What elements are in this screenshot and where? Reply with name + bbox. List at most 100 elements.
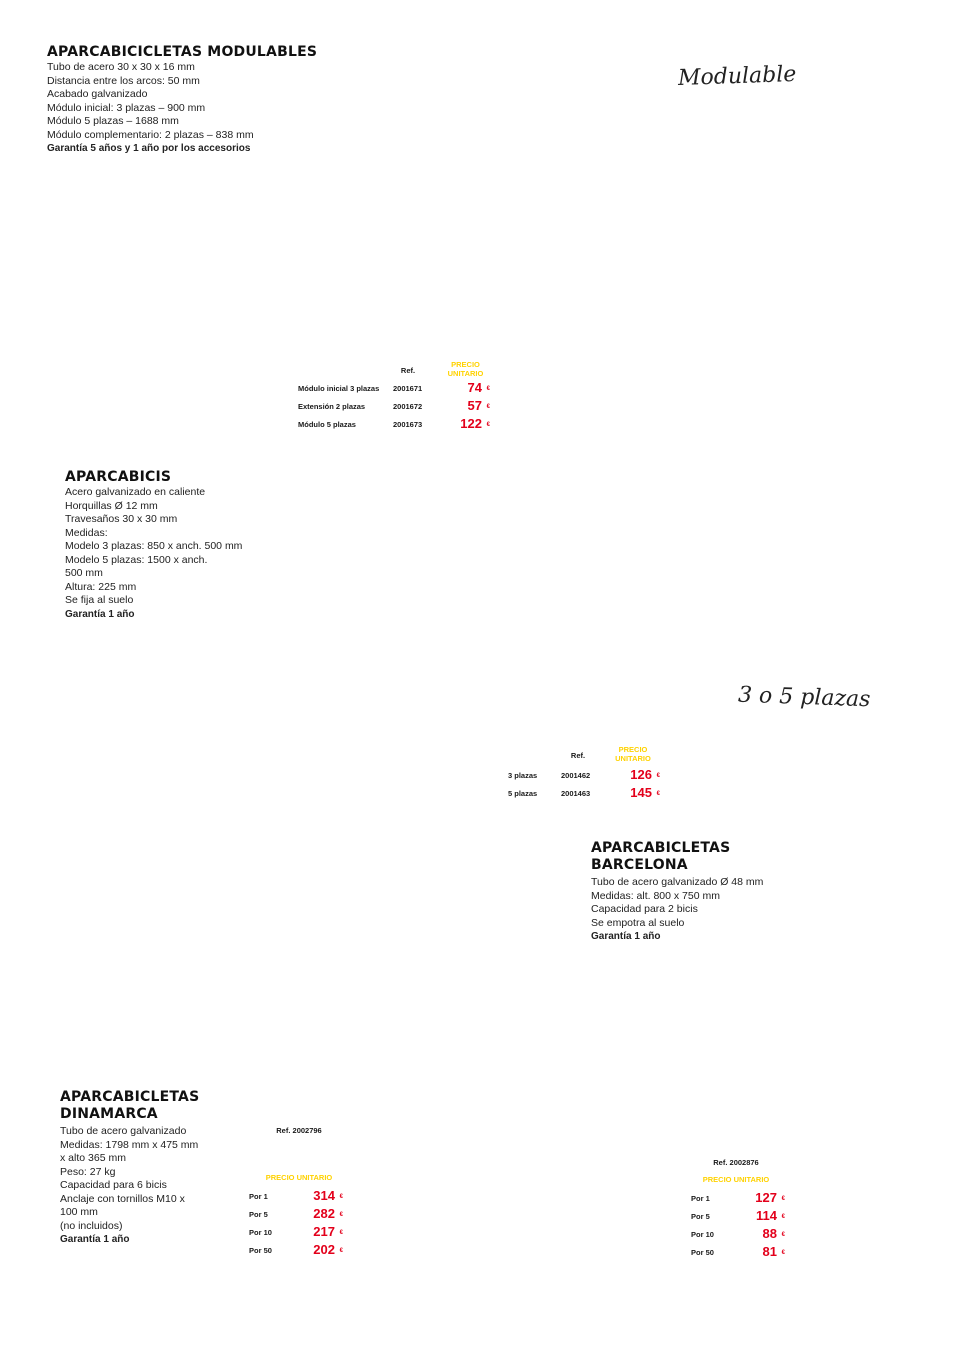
currency-symbol: € (781, 1196, 785, 1202)
row-price: 202 (313, 1242, 335, 1257)
spec-line: Travesaños 30 x 30 mm (65, 513, 178, 525)
spec-line: Distancia entre los arcos: 50 mm (47, 74, 200, 87)
spec-line: (no incluidos) (60, 1219, 123, 1232)
spec-line: Acabado galvanizado (47, 88, 148, 100)
product-dinamarca: APARCABICLETAS DINAMARCA Tubo de acero g… (60, 1089, 240, 1247)
row-label: Por 1 (249, 1192, 268, 1201)
product-title: DINAMARCA (60, 1106, 158, 1122)
spec-line: Acero galvanizado en caliente (65, 486, 206, 498)
spec-line: Módulo 5 plazas – 1688 mm (47, 115, 179, 127)
row-label: Módulo 5 plazas (298, 420, 356, 429)
product-title: APARCABICLETAS (591, 840, 731, 856)
row-label: 5 plazas (508, 789, 538, 798)
row-price: 126 (630, 767, 652, 782)
currency-symbol: € (339, 1212, 343, 1218)
currency-symbol: € (339, 1248, 343, 1254)
table-row: Por 50 81 € (691, 1244, 801, 1262)
price-header-line: PRECIO (451, 360, 480, 369)
spec-line: Módulo inicial: 3 plazas – 900 mm (47, 101, 206, 114)
product-modulables: APARCABICICLETAS MODULABLES Tubo de acer… (47, 44, 367, 156)
row-price: 122 (460, 416, 482, 431)
spec-line: Medidas: 1798 mm x 475 mm (60, 1138, 199, 1151)
table-row: Extensión 2 plazas 2001672 57 € (298, 398, 498, 416)
guarantee-text: Garantía 5 años y 1 año por los accesori… (47, 143, 251, 154)
ref-header: Ref. (570, 751, 586, 760)
product-barcelona: APARCABICLETAS BARCELONA Tubo de acero g… (591, 840, 831, 944)
spec-line: Se empotra al suelo (591, 916, 685, 929)
currency-symbol: € (781, 1250, 785, 1256)
product-title: APARCABICLETAS (60, 1089, 200, 1105)
row-price: 114 (756, 1208, 777, 1223)
spec-line: Modelo 5 plazas: 1500 x anch. (65, 553, 208, 566)
guarantee-text: Garantía 1 año (591, 931, 661, 942)
spec-line: Capacidad para 2 bicis (591, 903, 698, 915)
row-label: Extensión 2 plazas (298, 402, 366, 411)
spec-line: Tubo de acero galvanizado Ø 48 mm (591, 876, 764, 888)
price-header-line: UNITARIO (447, 369, 484, 378)
row-price: 81 (762, 1244, 777, 1259)
ref-header: Ref. 2002876 (713, 1158, 759, 1167)
spec-line: Modelo 3 plazas: 850 x anch. 500 mm (65, 540, 243, 552)
row-ref: 2001671 (393, 384, 423, 393)
product-title: APARCABICIS (65, 469, 172, 485)
product-title: APARCABICICLETAS MODULABLES (47, 44, 318, 60)
currency-symbol: € (656, 791, 660, 797)
spec-line: Módulo complementario: 2 plazas – 838 mm (47, 128, 254, 141)
ref-header: Ref. 2002796 (276, 1126, 322, 1135)
table-row: Por 10 217 € (249, 1224, 359, 1242)
row-label: Por 10 (249, 1228, 272, 1237)
row-label: Por 50 (249, 1246, 272, 1255)
price-header: PRECIO UNITARIO (702, 1175, 770, 1184)
row-price: 145 (630, 785, 652, 800)
price-table-ref-2002876: Ref. 2002876 PRECIO UNITARIO Por 1 127 €… (691, 1158, 801, 1268)
table-row: Por 5 114 € (691, 1208, 801, 1226)
spec-line: Altura: 225 mm (65, 580, 137, 593)
row-label: Módulo inicial 3 plazas (298, 384, 380, 393)
script-modulable: Modulable (677, 61, 797, 92)
spec-line: Capacidad para 6 bicis (60, 1179, 167, 1191)
spec-line: 100 mm (60, 1206, 98, 1218)
product-title: BARCELONA (591, 857, 688, 873)
table-row: Módulo inicial 3 plazas 2001671 74 € (298, 380, 498, 398)
row-price: 74 (467, 380, 482, 395)
table-row: Por 1 314 € (249, 1188, 359, 1206)
row-ref: 2001673 (393, 420, 423, 429)
price-header: PRECIO UNITARIO (608, 745, 658, 763)
row-ref: 2001463 (561, 789, 591, 798)
row-label: Por 50 (691, 1248, 714, 1257)
row-label: Por 5 (691, 1212, 710, 1221)
row-label: Por 10 (691, 1230, 714, 1239)
guarantee-text: Garantía 1 año (65, 608, 135, 620)
spec-line: Horquillas Ø 12 mm (65, 499, 158, 512)
currency-symbol: € (486, 386, 490, 392)
spec-line: Se fija al suelo (65, 594, 134, 606)
table-row: Módulo 5 plazas 2001673 122 € (298, 416, 498, 434)
currency-symbol: € (486, 422, 490, 428)
row-label: Por 5 (249, 1210, 268, 1219)
spec-line: Peso: 27 kg (60, 1165, 116, 1178)
price-header: PRECIO UNITARIO (438, 360, 493, 378)
price-header-line: UNITARIO (615, 754, 651, 763)
row-price: 88 (762, 1226, 777, 1241)
currency-symbol: € (486, 404, 490, 410)
price-table-aparcabicis: Ref. PRECIO UNITARIO 3 plazas 2001462 12… (508, 743, 668, 803)
price-header-line: PRECIO (618, 745, 648, 754)
ref-header: Ref. (400, 366, 416, 375)
table-row: Por 50 202 € (249, 1242, 359, 1260)
price-header: PRECIO UNITARIO (265, 1173, 333, 1182)
product-aparcabicis: APARCABICIS Acero galvanizado en calient… (65, 469, 325, 621)
row-label: 3 plazas (508, 771, 538, 780)
row-ref: 2001672 (393, 402, 423, 411)
table-row: Por 1 127 € (691, 1190, 801, 1208)
spec-line: x alto 365 mm (60, 1152, 126, 1164)
table-row: Por 5 282 € (249, 1206, 359, 1224)
row-label: Por 1 (691, 1194, 710, 1203)
table-row: 5 plazas 2001463 145 € (508, 785, 668, 803)
spec-line: 500 mm (65, 567, 103, 579)
row-price: 282 (313, 1206, 335, 1221)
row-price: 127 (755, 1190, 777, 1205)
table-row: Por 10 88 € (691, 1226, 801, 1244)
spec-line: Medidas: alt. 800 x 750 mm (591, 889, 720, 902)
currency-symbol: € (656, 773, 660, 779)
row-price: 314 (313, 1188, 335, 1203)
